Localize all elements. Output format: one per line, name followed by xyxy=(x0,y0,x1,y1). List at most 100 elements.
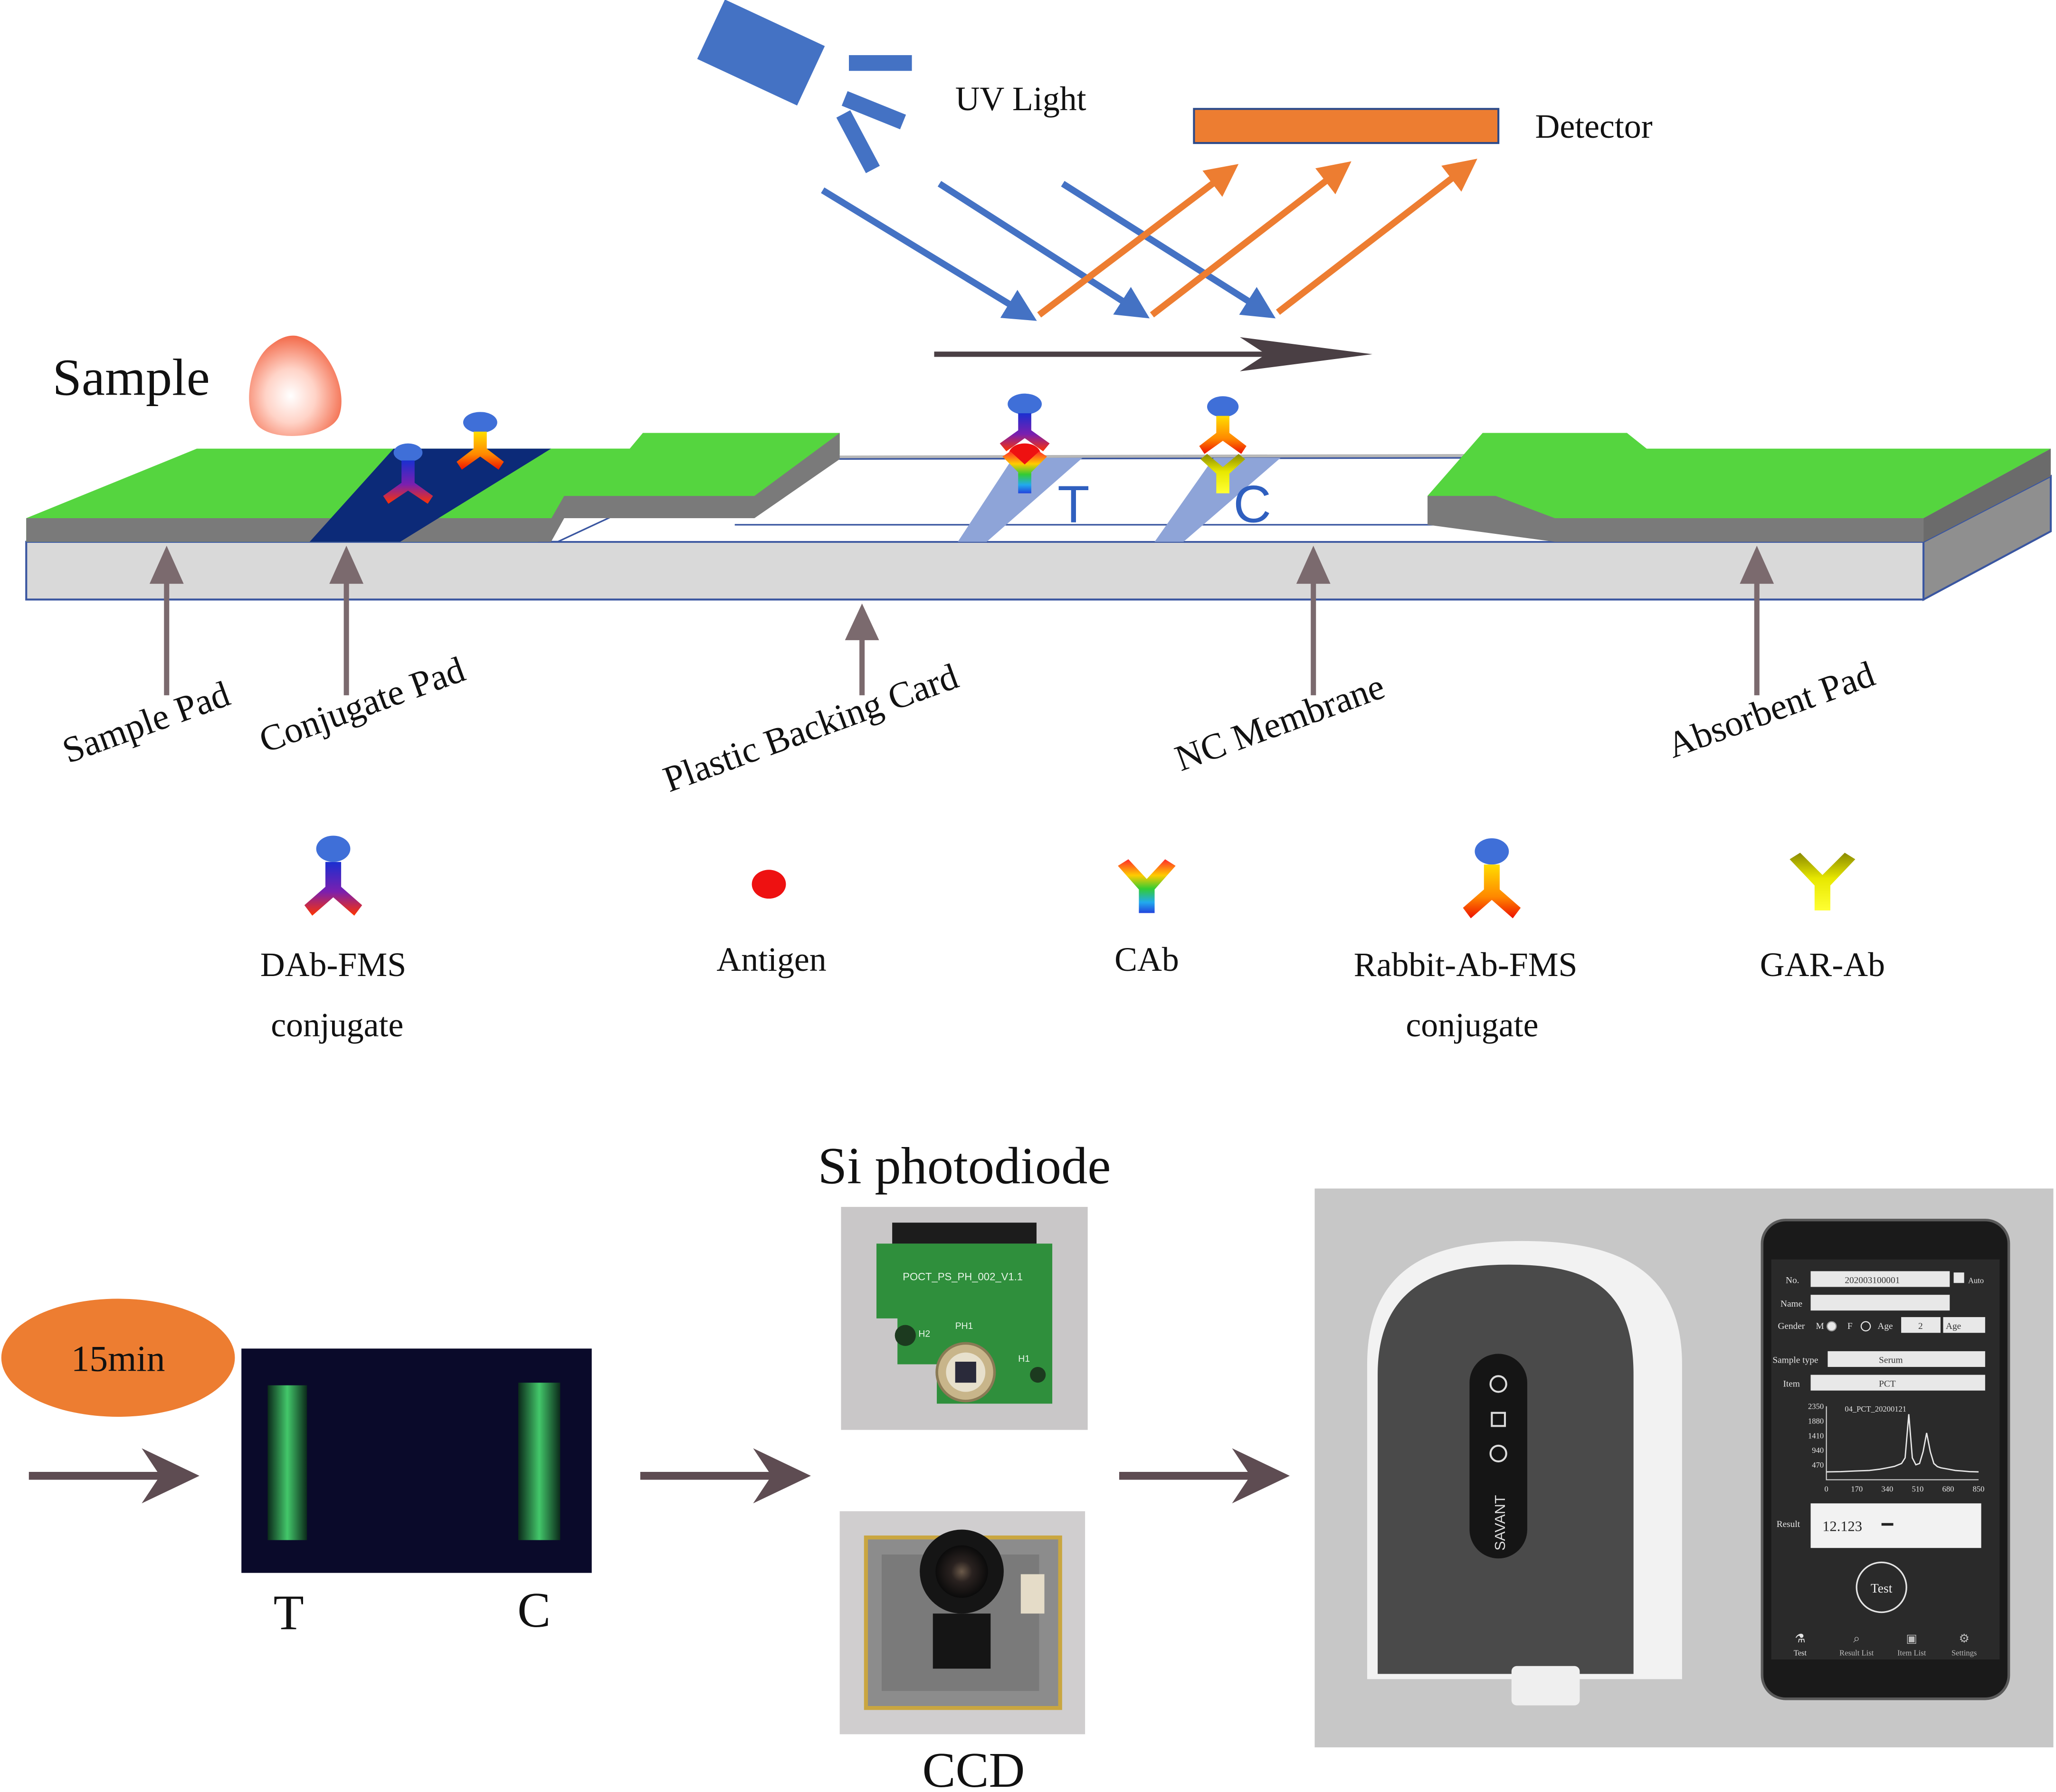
gender-m-radio[interactable] xyxy=(1826,1321,1837,1332)
control-line-label: C xyxy=(1233,475,1271,533)
dab-fms-on-pad xyxy=(383,443,433,504)
age-unit-select[interactable] xyxy=(1943,1317,1985,1333)
tab-test-icon[interactable]: ⚗ xyxy=(1795,1632,1805,1645)
chart-x-tick: 170 xyxy=(1851,1484,1863,1493)
chart-x-tick: 510 xyxy=(1912,1484,1923,1493)
flow-arrow xyxy=(1119,1448,1290,1504)
flow-arrow xyxy=(640,1448,811,1504)
chart-title: 04_PCT_20200121 xyxy=(1845,1404,1906,1413)
test-button-label: Test xyxy=(1871,1581,1893,1595)
cab-icon xyxy=(1118,859,1176,913)
result-field xyxy=(1810,1503,1981,1548)
uv-ray xyxy=(821,187,1037,321)
emitted-ray xyxy=(1150,161,1352,318)
rabbit-ab-fms-icon xyxy=(1463,838,1521,919)
device-clock-icon xyxy=(1489,1375,1507,1393)
legend-dab-fms: DAb-FMS xyxy=(260,946,406,984)
chart-axis xyxy=(1826,1406,1979,1480)
chart-x-tick: 850 xyxy=(1973,1484,1985,1493)
tab-result-list-icon[interactable]: ⌕ xyxy=(1853,1632,1860,1645)
test-line-label: T xyxy=(1057,475,1089,533)
pcb-ph1-label: PH1 xyxy=(955,1321,973,1331)
timer-label: 15min xyxy=(71,1338,165,1379)
backing-card-label: Plastic Backing Card xyxy=(658,655,963,800)
tab-result-list[interactable]: Result List xyxy=(1839,1649,1874,1658)
legend-antigen: Antigen xyxy=(716,940,826,978)
nc-membrane-label: NC Membrane xyxy=(1170,665,1390,779)
spectrum-line xyxy=(1826,1414,1979,1473)
auto-label: Auto xyxy=(1968,1276,1984,1285)
gender-f-radio[interactable] xyxy=(1860,1321,1871,1332)
sample-pad-side xyxy=(26,518,564,542)
legend-dab-fms-line2: conjugate xyxy=(271,1006,403,1044)
no-field[interactable] xyxy=(1810,1271,1950,1287)
chart-x-tick: 340 xyxy=(1881,1484,1893,1493)
chart-y-tick: 1410 xyxy=(1808,1431,1824,1440)
incident-uv-rays xyxy=(821,180,1276,321)
ccd-camera-photo xyxy=(839,1511,1085,1735)
flow-arrow xyxy=(29,1448,200,1504)
legend: DAb-FMS conjugate Antigen CAb Rabbit-Ab-… xyxy=(260,835,1885,1044)
emitted-ray xyxy=(1275,159,1477,315)
chart-y-tick: 2350 xyxy=(1808,1402,1824,1411)
legend-rabbit-ab-fms-line2: conjugate xyxy=(1406,1006,1538,1044)
pcb-h2-label: H2 xyxy=(918,1329,930,1339)
emitted-ray xyxy=(1037,164,1239,318)
part-pointer-arrows xyxy=(149,546,1774,695)
control-band xyxy=(518,1383,561,1540)
sample-pad-label: Sample Pad xyxy=(57,673,235,771)
sample-type-value: Serum xyxy=(1879,1356,1903,1365)
scan-direction-arrow xyxy=(934,337,1373,371)
name-label: Name xyxy=(1780,1299,1802,1309)
gar-ab-icon xyxy=(1789,853,1856,910)
phone-screen: No. 202003100001 Auto Name Gender M F Ag… xyxy=(1772,1271,1987,1658)
uv-ray-dash xyxy=(841,91,906,130)
tab-settings[interactable]: Settings xyxy=(1951,1649,1977,1658)
test-button[interactable] xyxy=(1856,1561,1907,1613)
tab-item-list-icon[interactable]: ▣ xyxy=(1906,1632,1917,1645)
chart-y-tick: 940 xyxy=(1812,1446,1824,1455)
antigen-icon xyxy=(752,870,786,899)
emitted-rays xyxy=(1037,159,1477,318)
si-photodiode-photo: POCT_PS_PH_002_V1.1 PH1 H2 H1 xyxy=(841,1207,1088,1430)
item-select[interactable] xyxy=(1810,1375,1985,1391)
result-value: 12.123 xyxy=(1822,1518,1862,1534)
left-pad-upper xyxy=(393,433,840,519)
no-label: No. xyxy=(1786,1275,1799,1285)
uv-ray-dash xyxy=(836,110,880,173)
age-field[interactable] xyxy=(1901,1317,1941,1333)
gender-m: M xyxy=(1816,1321,1824,1331)
name-field[interactable] xyxy=(1810,1295,1950,1311)
auto-checkbox[interactable] xyxy=(1953,1272,1964,1283)
test-line xyxy=(958,458,1083,542)
control-line xyxy=(1154,458,1281,542)
uv-ray-dash xyxy=(848,55,912,71)
age-unit: Age xyxy=(1946,1321,1961,1331)
ccd-label: CCD xyxy=(922,1742,1025,1792)
sample-type-select[interactable] xyxy=(1828,1351,1985,1367)
tab-item-list[interactable]: Item List xyxy=(1897,1649,1926,1658)
absorbent-pad-label: Absorbent Pad xyxy=(1662,653,1880,766)
absorbent-pad-top xyxy=(1428,433,2051,519)
legend-gar-ab: GAR-Ab xyxy=(1760,946,1885,984)
tab-test[interactable]: Test xyxy=(1794,1649,1807,1658)
dab-fms-icon xyxy=(304,835,362,916)
device-scan-icon xyxy=(1491,1412,1506,1427)
left-pad-step-side xyxy=(538,433,840,542)
chart-x-tick: 680 xyxy=(1942,1484,1954,1493)
tab-settings-icon[interactable]: ⚙ xyxy=(1959,1632,1970,1645)
detector-bar xyxy=(1193,108,1500,144)
si-photodiode-label: Si photodiode xyxy=(818,1137,1111,1195)
sample-type-label: Sample type xyxy=(1772,1356,1818,1365)
age-value: 2 xyxy=(1918,1321,1923,1331)
device-power-icon[interactable] xyxy=(1489,1444,1507,1462)
strip-c-label: C xyxy=(517,1582,551,1638)
timer-badge xyxy=(1,1299,235,1417)
chart-y-tick: 1880 xyxy=(1808,1416,1824,1425)
c-line-sandwich xyxy=(1199,396,1247,493)
no-value: 202003100001 xyxy=(1845,1275,1900,1285)
chart-x-tick: 0 xyxy=(1825,1484,1828,1493)
conjugate-pad-label: Conjugate Pad xyxy=(254,649,470,761)
legend-rabbit-ab-fms: Rabbit-Ab-FMS xyxy=(1354,946,1578,984)
